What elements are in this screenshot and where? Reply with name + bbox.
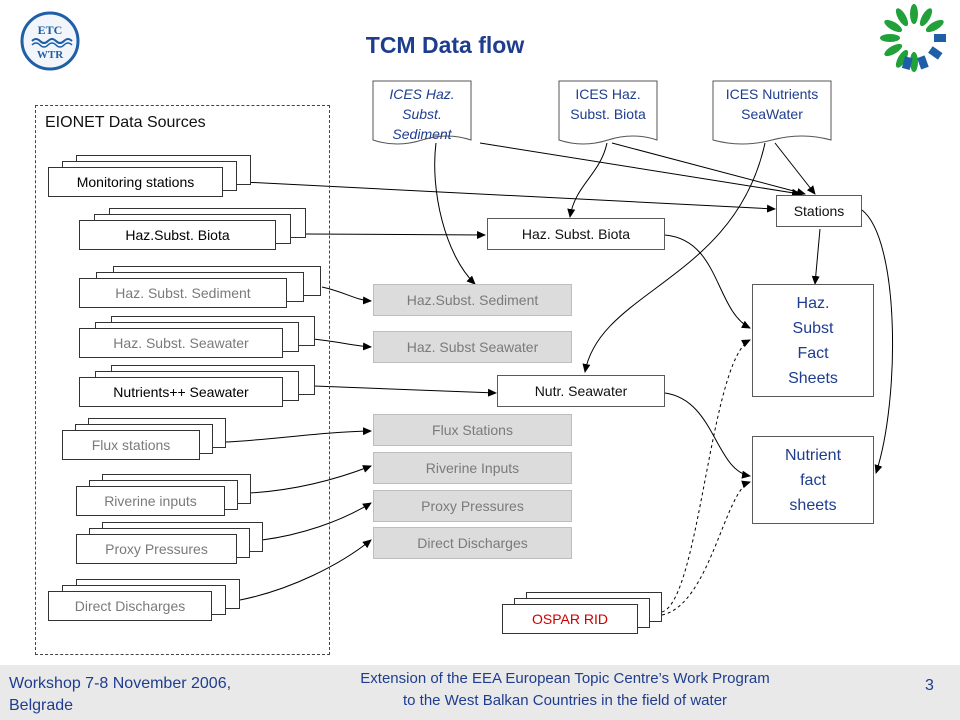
arrow-direct-source-to-direct [239,539,372,601]
arrow-riverine-source-to-riverine [249,465,372,494]
doc-line-1: ICES Haz. [575,86,641,102]
source-label: Haz.Subst. Biota [79,220,276,250]
doc-line-1: ICES Nutrients [725,86,819,102]
source-riverine-inputs: Riverine inputs [76,474,253,519]
arrow-ospar-to-hazfact [661,339,751,613]
eionet-region [35,105,330,655]
page-number: 3 [925,677,934,694]
arrow-flux-source-to-flux [225,427,372,443]
box-nutr-seawater: Nutr. Seawater [497,375,665,407]
ices-haz-subst-biota: ICES Haz. Subst. Biota [558,80,658,148]
doc-line-2: SeaWater [741,106,803,122]
footer-bar [0,665,960,720]
source-label: Nutrients++ Seawater [79,377,283,407]
arrow-ices-nutrients-to-nutr [582,142,766,373]
arrow-ices-biota-to-stations [611,142,806,196]
source-label: Riverine inputs [76,486,225,516]
svg-text:WTR: WTR [37,49,64,61]
svg-text:ETC: ETC [38,23,63,37]
nutrientfact-line-2: fact [800,471,826,489]
arrow-seawater-source-to-seawater [311,338,372,351]
arrow-ices-nutrients-to-stations [774,142,816,195]
doc-line-2: Subst. Sediment [392,106,452,142]
source-label: Haz. Subst. Seawater [79,328,283,358]
footer-program: Extension of the EEA European Topic Cent… [340,668,790,712]
arrow-sediment-source-to-sediment [321,286,372,305]
arrow-ices-sediment-to-sediment [434,142,476,285]
source-label: Flux stations [62,430,200,460]
box-stations: Stations [776,195,862,227]
arrow-stations-to-hazfact [811,228,821,285]
box-haz-subst-biota: Haz. Subst. Biota [487,218,665,250]
source-label: Haz. Subst. Sediment [79,278,287,308]
source-label: Direct Discharges [48,591,212,621]
box-flux-stations: Flux Stations [373,414,572,446]
source-haz-subst-sediment: Haz. Subst. Sediment [79,266,324,311]
arrow-nutrients-source-to-nutr [313,385,497,397]
doc-line-2: Subst. Biota [570,106,646,122]
footer-center-line-2: to the West Balkan Countries in the fiel… [402,692,728,709]
arrow-ices-sediment-to-stations [479,142,801,197]
arrow-biota-source-to-biota [305,230,486,239]
box-riverine-inputs: Riverine Inputs [373,452,572,484]
eionet-region-label: EIONET Data Sources [45,114,206,131]
doc-line-1: ICES Haz. [389,86,455,102]
nutrientfact-line-3: sheets [789,496,837,514]
arrow-monitoring-to-stations [223,180,776,213]
box-haz-subst-fact-sheets: Haz. Subst Fact Sheets [752,284,874,397]
ices-haz-subst-sediment: ICES Haz. Subst. Sediment [372,80,472,148]
source-monitoring-stations: Monitoring stations [48,155,253,200]
box-haz-subst-sediment: Haz.Subst. Sediment [373,284,572,316]
footer-left-line-1: Workshop 7-8 November 2006, [9,675,232,692]
source-ospar-rid: OSPAR RID [502,592,664,637]
source-label: OSPAR RID [502,604,638,634]
source-haz-subst-biota: Haz.Subst. Biota [79,208,309,253]
arrow-ospar-to-nutrientfact [661,480,751,616]
arrow-biota-to-hazfact [664,234,751,329]
hazfact-line-3: Fact [797,344,829,362]
source-proxy-pressures: Proxy Pressures [76,522,265,567]
ices-nutrients-seawater: ICES Nutrients SeaWater [712,80,832,148]
source-label: Proxy Pressures [76,534,237,564]
hazfact-line-1: Haz. [796,294,830,312]
nutrientfact-line-1: Nutrient [784,446,842,464]
box-direct-discharges: Direct Discharges [373,527,572,559]
arrow-nutr-to-nutrientfact [664,392,751,479]
source-label: Monitoring stations [48,167,223,197]
hazfact-line-4: Sheets [788,369,838,387]
etc-wtr-logo: ETC WTR [18,10,82,77]
box-nutrient-fact-sheets: Nutrient fact sheets [752,436,874,524]
footer-left-line-2: Belgrade [9,697,74,714]
hazfact-line-2: Subst [792,319,834,337]
footer-center-line-1: Extension of the EEA European Topic Cent… [360,670,770,687]
source-haz-subst-seawater: Haz. Subst. Seawater [79,316,317,361]
arrow-proxy-source-to-proxy [261,502,372,541]
box-proxy-pressures: Proxy Pressures [373,490,572,522]
slide-title: TCM Data flow [365,32,525,58]
eea-leaf-logo [878,2,950,79]
arrow-ices-biota-to-biota [567,142,608,218]
box-haz-subst-seawater: Haz. Subst Seawater [373,331,572,363]
footer-workshop: Workshop 7-8 November 2006, Belgrade [9,673,231,717]
arrow-stations-to-nutrientfact [861,209,893,474]
source-direct-discharges: Direct Discharges [48,579,242,624]
source-flux-stations: Flux stations [62,418,228,463]
source-nutrients-seawater: Nutrients++ Seawater [79,365,317,410]
